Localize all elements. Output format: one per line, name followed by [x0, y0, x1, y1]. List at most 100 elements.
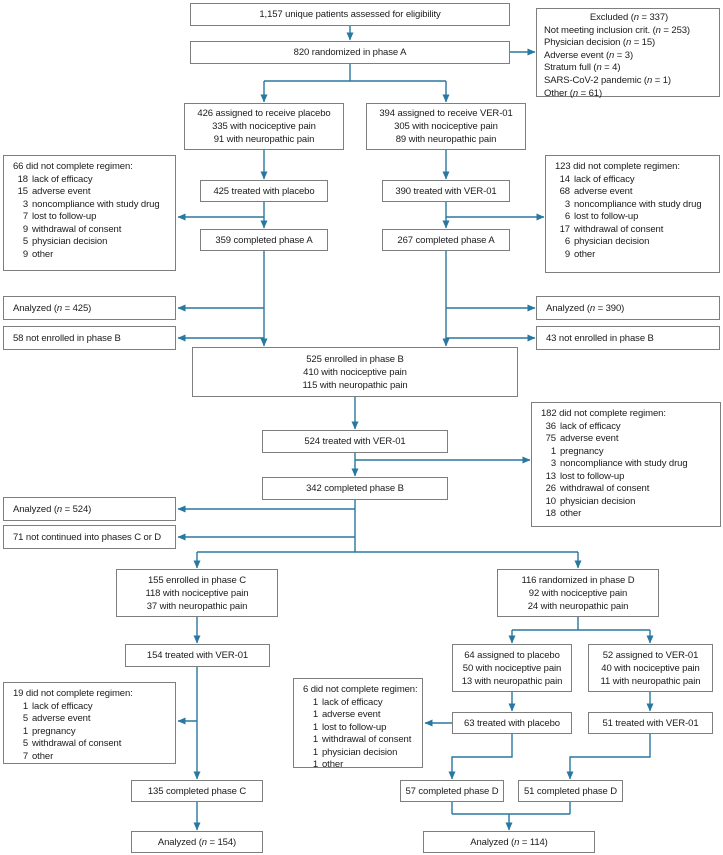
- excluded-item: Not meeting inclusion crit. (n = 253): [544, 24, 691, 36]
- dropout-item-label: lack of efficacy: [574, 173, 635, 185]
- dropout-item-count: 10: [545, 495, 556, 507]
- box-enrolled-phase-c: 155 enrolled in phase C 118 with nocicep…: [116, 569, 278, 617]
- box-analyzed-phase-b: Analyzed (n = 524): [3, 497, 176, 521]
- dropout-item-count: 36: [545, 420, 556, 432]
- randomized-phase-a-text: 820 randomized in phase A: [293, 47, 407, 58]
- box-assigned-ver01-phase-a: 394 assigned to receive VER-01 305 with …: [366, 103, 526, 150]
- dropout-item-count: 3: [564, 198, 570, 210]
- dropout-item: 17 withdrawal of consent: [555, 224, 716, 237]
- dropout-item-count: 1: [22, 700, 28, 712]
- box-text: 51 treated with VER-01: [602, 717, 699, 729]
- box-completed-placebo-phase-d: 57 completed phase D: [400, 780, 504, 802]
- dropout-item-count: 5: [22, 236, 28, 247]
- box-line: 52 assigned to VER-01: [602, 649, 699, 661]
- box-text: 71 not continued into phases C or D: [13, 531, 162, 543]
- dropout-item-label: noncompliance with study drug: [32, 198, 160, 210]
- box-treated-ver01-phase-a: 390 treated with VER-01: [382, 180, 510, 202]
- box-excluded: Excluded (n = 337) Not meeting inclusion…: [536, 8, 720, 99]
- box-text: Analyzed (n = 425): [13, 302, 92, 314]
- dropout-item-count: 1: [550, 445, 556, 457]
- box-line: 116 randomized in phase D: [521, 574, 635, 586]
- excluded-item: Other (n = 61): [544, 87, 603, 99]
- dropout-item-label: adverse event: [574, 186, 633, 197]
- dropout-item: 7 other: [13, 751, 172, 764]
- excluded-item: SARS-CoV-2 pandemic (n = 1): [544, 74, 671, 86]
- dropout-item-label: other: [574, 248, 596, 260]
- dropout-item-count: 26: [545, 483, 556, 494]
- dropout-item: 3 noncompliance with study drug: [555, 199, 716, 212]
- box-assigned-placebo-phase-d: 64 assigned to placebo 50 with nocicepti…: [452, 644, 572, 692]
- dropout-item-label: adverse event: [560, 433, 619, 444]
- dropout-item-label: adverse event: [32, 186, 91, 197]
- box-line: 91 with neuropathic pain: [213, 134, 315, 145]
- dropout-item-label: other: [32, 750, 54, 762]
- dropout-item-label: other: [322, 759, 344, 770]
- dropout-item-count: 1: [22, 725, 28, 737]
- dropout-item-label: withdrawal of consent: [574, 223, 664, 235]
- box-text: 267 completed phase A: [397, 234, 495, 246]
- dropout-item-count: 1: [312, 709, 318, 720]
- eligibility-text: 1,157 unique patients assessed for eligi…: [259, 9, 441, 20]
- box-text: Analyzed (n = 114): [470, 836, 548, 848]
- dropout-item-count: 68: [559, 186, 570, 197]
- box-randomized-phase-a: 820 randomized in phase A: [190, 41, 510, 64]
- box-text: 425 treated with placebo: [213, 185, 315, 197]
- dropout-item: 9 other: [13, 249, 172, 262]
- dropout-item-label: other: [32, 248, 54, 260]
- dropout-item-count: 6: [564, 211, 570, 222]
- dropout-item-label: lack of efficacy: [322, 696, 383, 708]
- box-treated-phase-c: 154 treated with VER-01: [125, 644, 270, 667]
- dropout-item: 3 noncompliance with study drug: [541, 458, 717, 471]
- box-text: 57 completed phase D: [405, 785, 499, 797]
- dropout-item: 1 lack of efficacy: [13, 701, 172, 714]
- box-line: 40 with nociceptive pain: [601, 662, 700, 674]
- dropout-item-count: 7: [22, 750, 28, 762]
- dropout-item-count: 3: [550, 458, 556, 469]
- dropout-item-count: 18: [545, 508, 556, 519]
- box-treated-ver01-phase-d: 51 treated with VER-01: [588, 712, 713, 734]
- dropout-item-count: 9: [22, 248, 28, 260]
- box-assigned-placebo-phase-a: 426 assigned to receive placebo 335 with…: [184, 103, 344, 150]
- dropout-item-label: lack of efficacy: [32, 700, 93, 712]
- box-line: 92 with nociceptive pain: [528, 587, 628, 599]
- dropout-item-label: adverse event: [322, 709, 381, 720]
- dropout-item-count: 17: [559, 223, 570, 235]
- dropout-title: 19 did not complete regimen:: [13, 688, 133, 699]
- box-treated-placebo-phase-d: 63 treated with placebo: [452, 712, 572, 734]
- box-analyzed-placebo-phase-a: Analyzed (n = 425): [3, 296, 176, 320]
- box-text: 43 not enrolled in phase B: [546, 332, 654, 344]
- dropout-item-label: lost to follow-up: [560, 470, 625, 482]
- box-completed-ver01-phase-d: 51 completed phase D: [518, 780, 623, 802]
- dropout-item-label: noncompliance with study drug: [560, 458, 688, 469]
- dropout-item-count: 1: [312, 696, 318, 708]
- excluded-title: Excluded (n = 337): [589, 12, 669, 23]
- box-text: 359 completed phase A: [215, 234, 313, 246]
- box-treated-placebo-phase-a: 425 treated with placebo: [200, 180, 328, 202]
- box-line: 525 enrolled in phase B: [306, 353, 404, 365]
- box-text: 58 not enrolled in phase B: [13, 332, 121, 344]
- dropout-item-count: 3: [22, 198, 28, 210]
- dropout-item-label: noncompliance with study drug: [574, 198, 702, 210]
- box-analyzed-ver01-phase-a: Analyzed (n = 390): [536, 296, 720, 320]
- dropout-title: 123 did not complete regimen:: [555, 161, 680, 172]
- box-line: 11 with neuropathic pain: [600, 675, 701, 687]
- box-text: Analyzed (n = 524): [13, 503, 92, 515]
- dropout-item-label: physician decision: [32, 236, 108, 247]
- dropout-item-label: lost to follow-up: [574, 211, 639, 222]
- box-analyzed-phase-d: Analyzed (n = 114): [423, 831, 595, 853]
- dropout-item-count: 7: [22, 211, 28, 222]
- dropout-item-label: withdrawal of consent: [322, 734, 412, 745]
